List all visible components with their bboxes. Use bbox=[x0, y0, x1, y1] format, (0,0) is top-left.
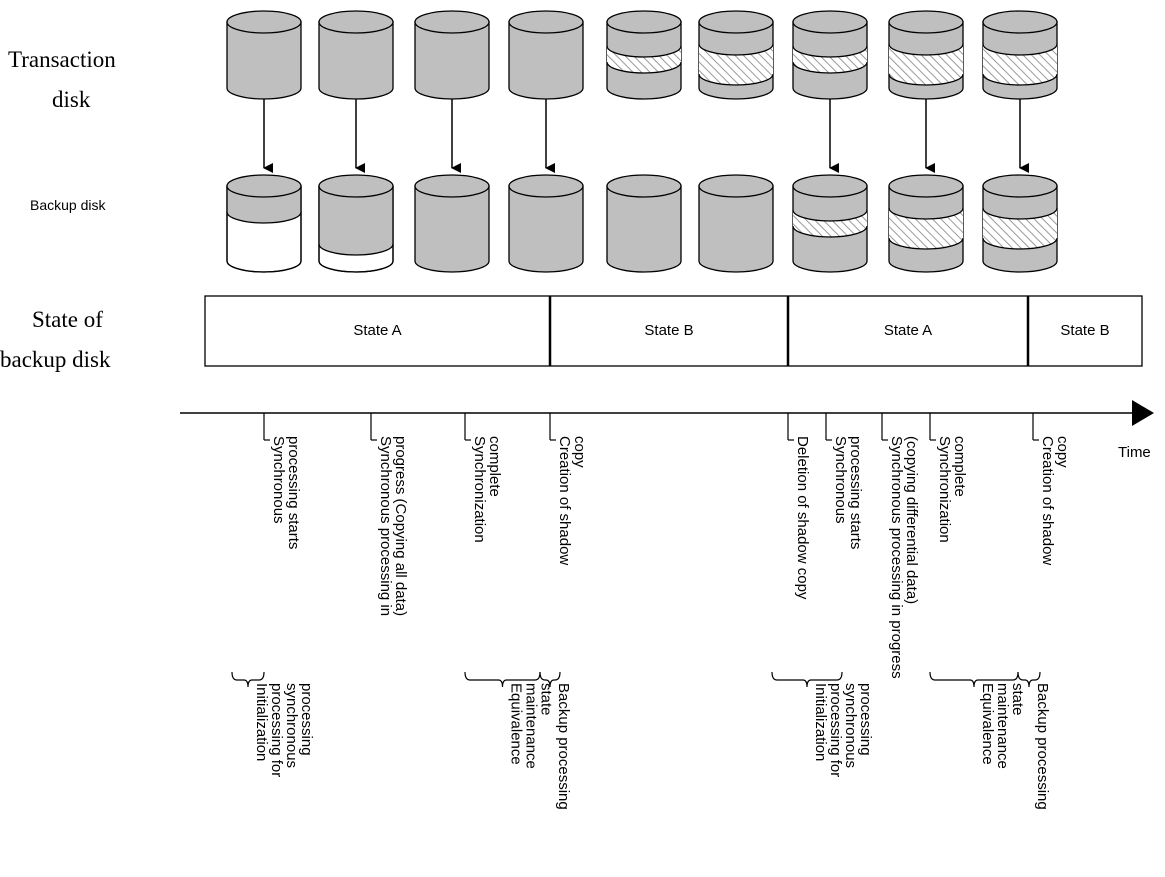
event-label-8-line: complete bbox=[951, 436, 968, 497]
state-segment-label: State B bbox=[644, 322, 693, 339]
event-label-9-line: copy bbox=[1054, 436, 1071, 468]
event-label-1-line: Synchronous bbox=[270, 436, 287, 524]
phase-label-6-line: Backup processing bbox=[1034, 683, 1051, 810]
phase-brace bbox=[1017, 671, 1041, 688]
transaction-disk-9 bbox=[982, 10, 1058, 100]
phase-label-6: Backup processing bbox=[1034, 683, 1051, 810]
transaction-disk-6 bbox=[698, 10, 774, 100]
state-label-line1: State of bbox=[32, 307, 103, 332]
transaction-disk-2 bbox=[318, 10, 394, 100]
phase-label-1-line: Initialization bbox=[253, 683, 270, 761]
event-label-2-line: progress (Copying all data) bbox=[392, 436, 409, 616]
transaction-disk-4 bbox=[508, 10, 584, 100]
backup-disk-5 bbox=[606, 174, 682, 273]
phase-label-5-line: maintenance bbox=[994, 683, 1011, 769]
transaction-disk-label-line2: disk bbox=[52, 87, 91, 112]
backup-disk-8 bbox=[888, 174, 964, 273]
phase-label-5-line: Equivalence bbox=[979, 683, 996, 765]
state-label-line2: backup disk bbox=[0, 347, 111, 372]
transaction-disk-label-line1: Transaction bbox=[8, 47, 116, 72]
phase-label-2-line: maintenance bbox=[523, 683, 540, 769]
phase-brace bbox=[231, 671, 265, 688]
phase-brace bbox=[771, 671, 843, 688]
time-label: Time bbox=[1118, 444, 1151, 461]
phase-label-1-line: processing for bbox=[268, 683, 285, 777]
backup-disk-3 bbox=[414, 174, 490, 273]
backup-disk-9 bbox=[982, 174, 1058, 273]
phase-label-4-line: Initialization bbox=[812, 683, 829, 761]
phase-label-1-line: processing bbox=[298, 683, 315, 756]
state-of-backup-disk-label: State of backup disk bbox=[0, 300, 111, 380]
phase-brace bbox=[929, 671, 1019, 688]
event-label-3-line: Synchronization bbox=[471, 436, 488, 543]
event-label-7: Synchronous processing in progress(copyi… bbox=[888, 436, 920, 679]
backup-disk-label: Backup disk bbox=[30, 197, 106, 213]
phase-label-1-line: synchronous bbox=[283, 683, 300, 768]
event-label-4-line: copy bbox=[571, 436, 588, 468]
phase-label-4-line: processing for bbox=[827, 683, 844, 777]
phase-label-3: Backup processing bbox=[555, 683, 572, 810]
transaction-disk-8 bbox=[888, 10, 964, 100]
event-label-7-line: (copying differential data) bbox=[903, 436, 920, 604]
phase-label-4-line: processing bbox=[857, 683, 874, 756]
event-label-3-line: complete bbox=[486, 436, 503, 497]
backup-disk-6 bbox=[698, 174, 774, 273]
event-label-6-line: processing starts bbox=[847, 436, 864, 549]
transaction-disk-1 bbox=[226, 10, 302, 100]
phase-label-2-line: Equivalence bbox=[508, 683, 525, 765]
event-label-5-line: Deletion of shadow copy bbox=[794, 436, 811, 600]
event-label-4-line: Creation of shadow bbox=[556, 436, 573, 565]
phase-brace bbox=[539, 671, 561, 688]
state-segment-label: State B bbox=[1060, 322, 1109, 339]
state-segment-label: State A bbox=[884, 322, 932, 339]
transaction-disk-5 bbox=[606, 10, 682, 100]
phase-brace bbox=[464, 671, 541, 688]
event-label-2-line: Synchronous processing in bbox=[377, 436, 394, 616]
backup-disk-4 bbox=[508, 174, 584, 273]
backup-disk-1 bbox=[226, 174, 302, 273]
time-axis-arrowhead bbox=[1132, 400, 1154, 426]
transaction-disk-7 bbox=[792, 10, 868, 100]
state-segment-label: State A bbox=[353, 322, 401, 339]
transaction-disk-3 bbox=[414, 10, 490, 100]
state-bar bbox=[204, 295, 1143, 367]
transaction-disk-label: Transaction disk bbox=[8, 40, 116, 120]
phase-label-5-line: state bbox=[1009, 683, 1026, 716]
phase-label-4-line: synchronous bbox=[842, 683, 859, 768]
event-label-5: Deletion of shadow copy bbox=[794, 436, 811, 600]
event-label-9-line: Creation of shadow bbox=[1039, 436, 1056, 565]
event-label-1-line: processing starts bbox=[285, 436, 302, 549]
backup-disk-7 bbox=[792, 174, 868, 273]
phase-label-2-line: state bbox=[538, 683, 555, 716]
event-label-8-line: Synchronization bbox=[936, 436, 953, 543]
phase-label-3-line: Backup processing bbox=[555, 683, 572, 810]
backup-disk-2 bbox=[318, 174, 394, 273]
event-label-6-line: Synchronous bbox=[832, 436, 849, 524]
event-label-7-line: Synchronous processing in progress bbox=[888, 436, 905, 679]
